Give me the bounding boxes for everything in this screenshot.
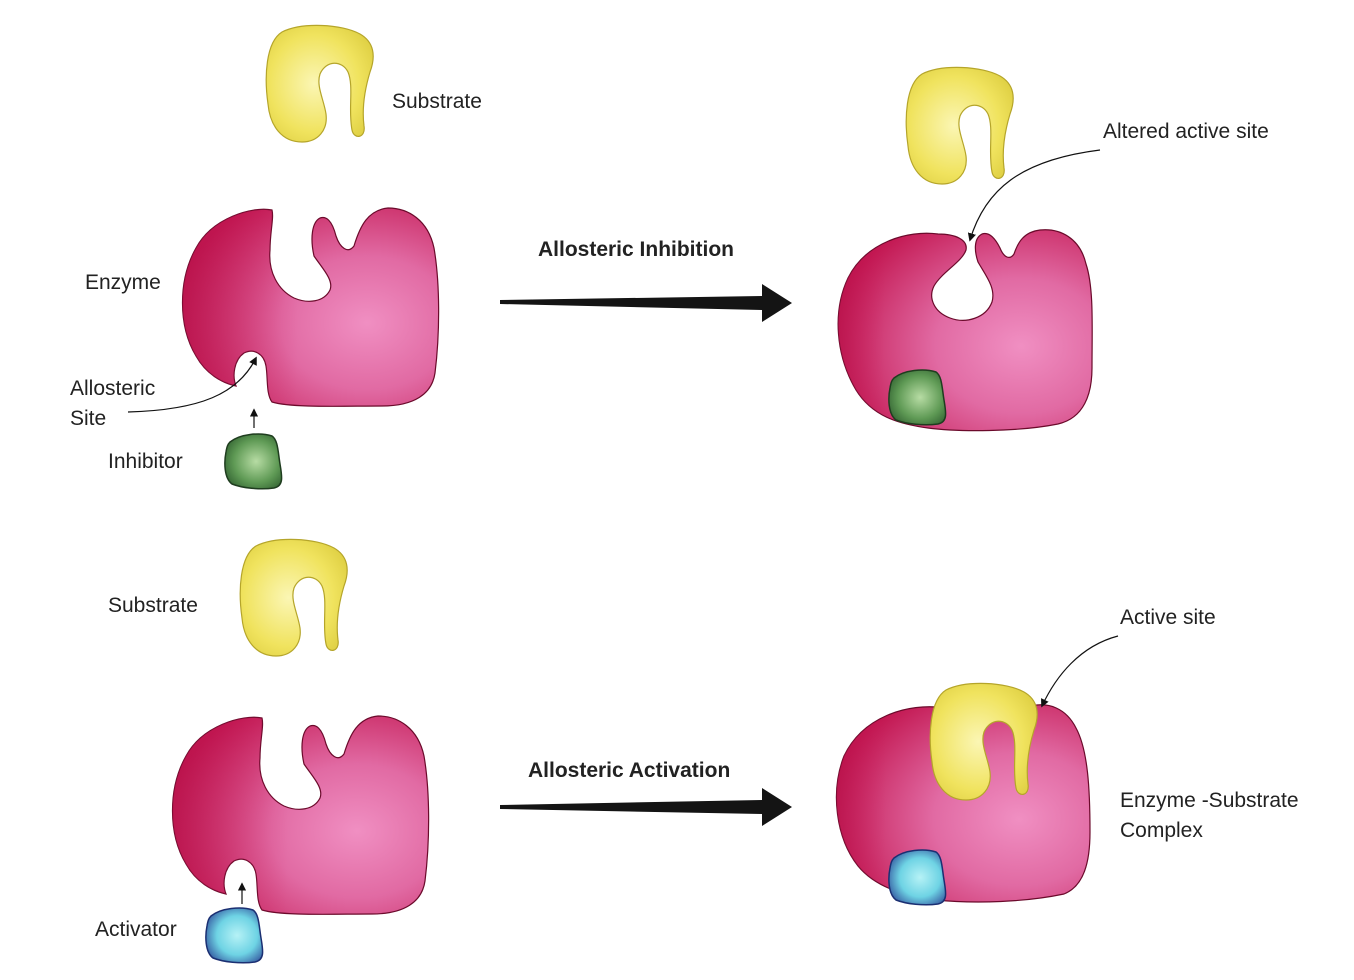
bottom-substrate [239,538,348,657]
top-substrate [265,24,374,143]
bound-inhibitor [888,369,947,426]
allosteric-site-pointer [127,356,257,413]
top-enzyme [181,207,440,407]
complex-label-line1: Enzyme -Substrate [1120,789,1299,812]
inhibitor-label: Inhibitor [108,450,183,473]
inhibitor-molecule [224,433,283,490]
enzyme-label: Enzyme [85,271,161,294]
activation-arrow [500,788,792,826]
inhibition-process-label: Allosteric Inhibition [538,238,734,261]
altered-active-site-pointer [967,149,1101,242]
inhibition-arrow [500,284,792,322]
active-site-pointer [1041,635,1119,708]
altered-active-site-label: Altered active site [1103,120,1269,143]
activation-process-label: Allosteric Activation [528,759,730,782]
active-site-label: Active site [1120,606,1216,629]
allosteric-site-label-line2: Site [70,407,106,430]
activator-molecule [205,907,264,964]
bottom-substrate-label: Substrate [108,594,198,617]
top-right-substrate [905,66,1014,185]
activator-label: Activator [95,918,177,941]
bound-activator [888,849,947,906]
top-substrate-label: Substrate [392,90,482,113]
allosteric-site-label-line1: Allosteric [70,377,155,400]
bottom-enzyme [171,715,430,915]
complex-label-line2: Complex [1120,819,1203,842]
inhibited-enzyme [837,229,1093,432]
